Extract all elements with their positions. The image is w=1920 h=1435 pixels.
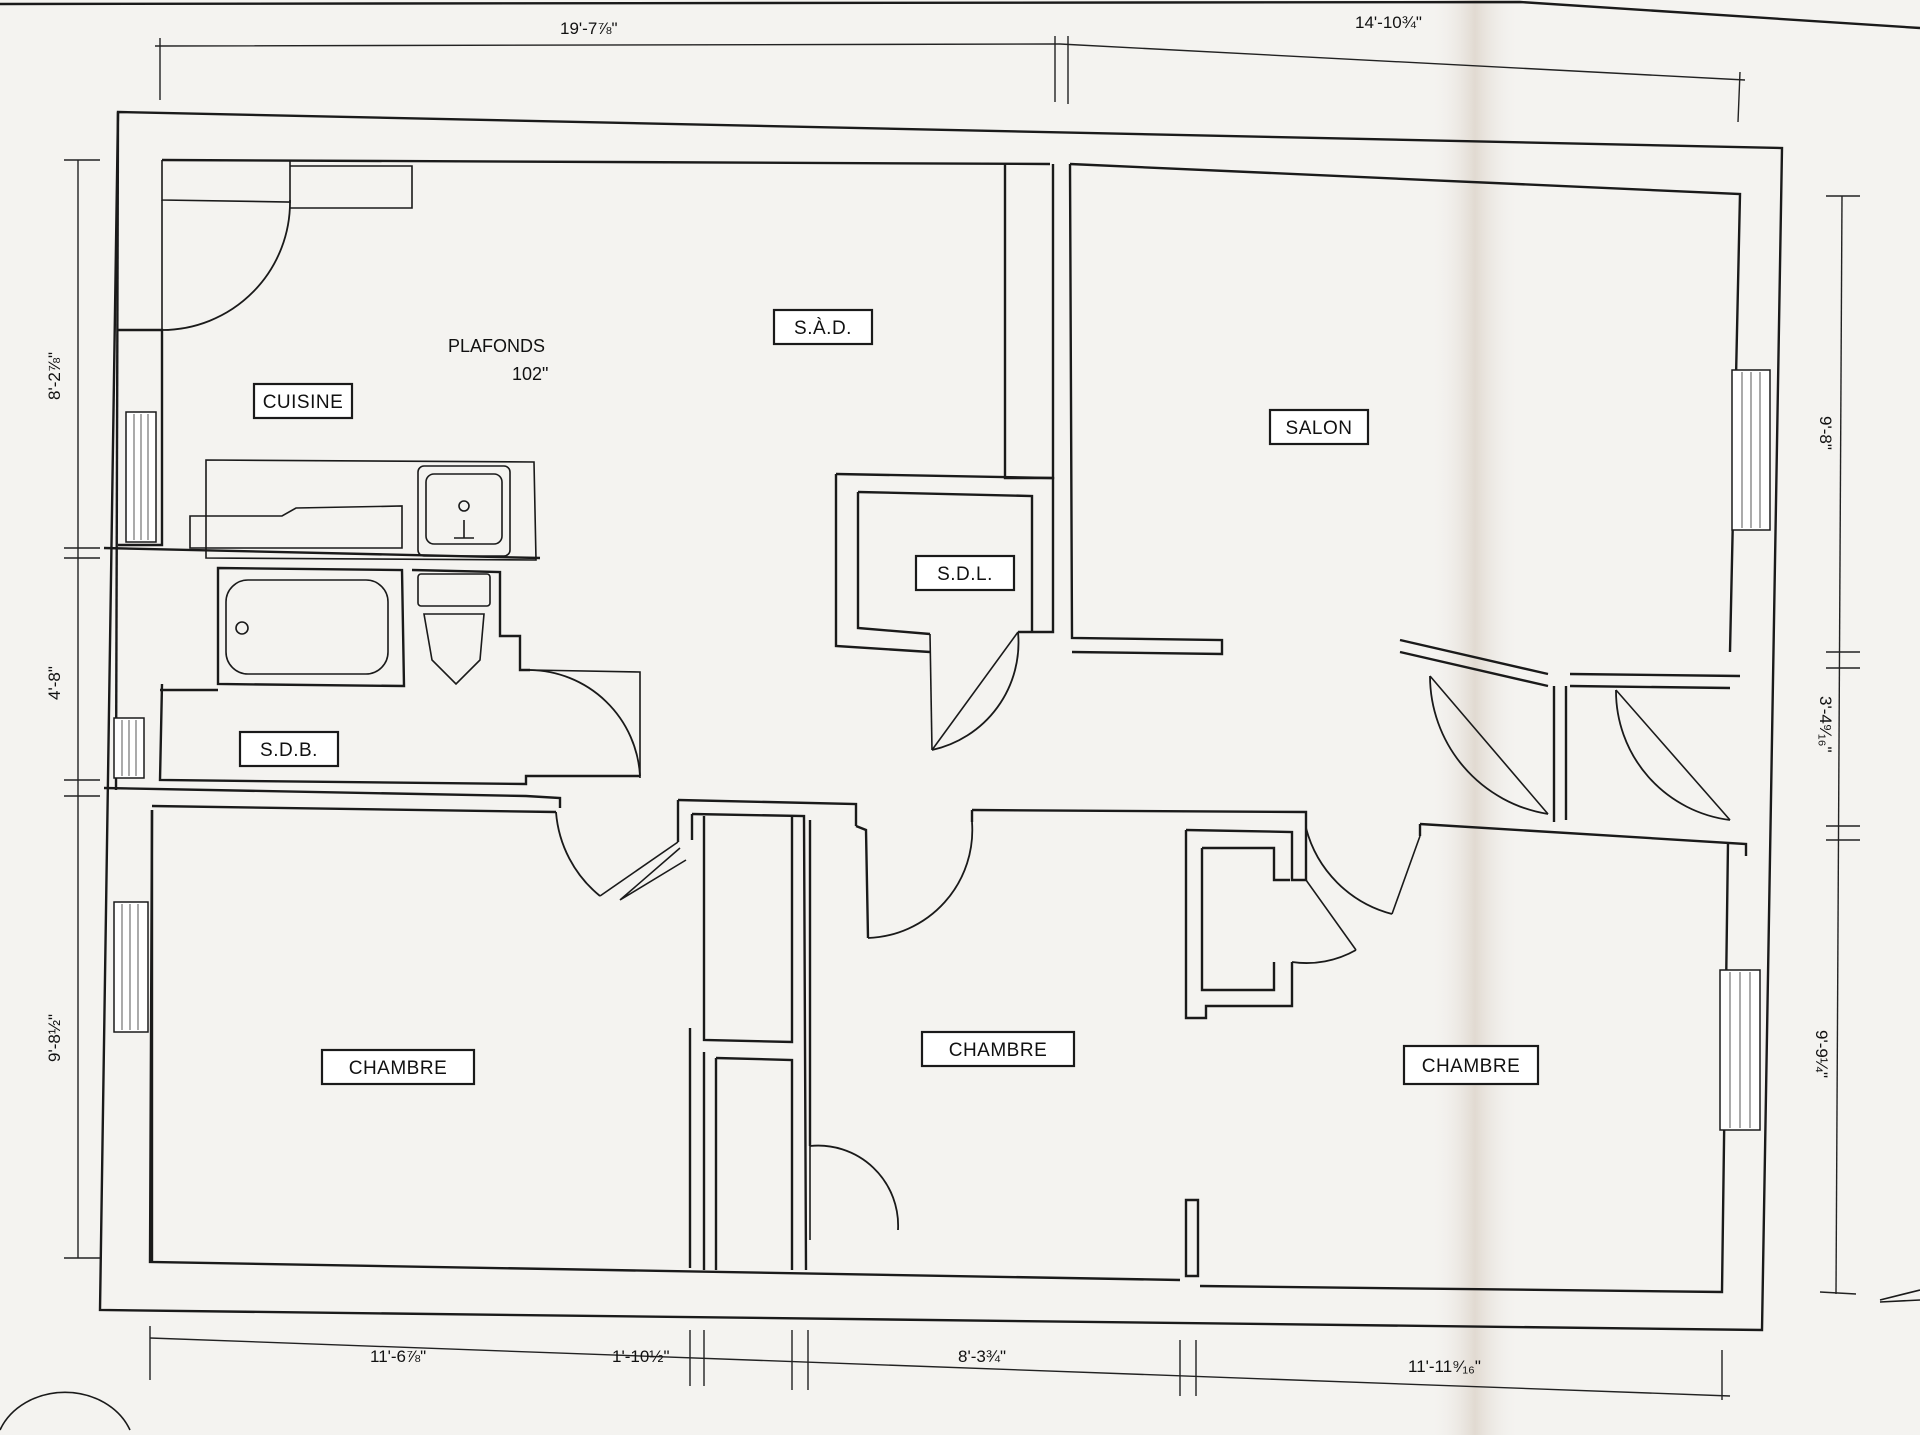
exterior-walls: [98, 110, 1784, 1332]
dim-left-lower: 9'-8½": [45, 1014, 64, 1062]
svg-text:CHAMBRE: CHAMBRE: [949, 1040, 1048, 1061]
edge-mark: [1879, 1289, 1920, 1303]
dim-bottom-3: 8'-3¾": [958, 1347, 1006, 1366]
ceiling-note-line2: 102": [512, 364, 548, 384]
svg-text:S.À.D.: S.À.D.: [794, 318, 852, 339]
dim-bottom-4: 11'-11⁹⁄₁₆": [1408, 1357, 1481, 1376]
dim-top-left: 19'-7⅞": [560, 19, 617, 38]
dim-right-lower: 9'-9¼": [1812, 1030, 1831, 1078]
paper-fold: [1430, 0, 1520, 1435]
dim-left-upper: 8'-2⅞": [45, 352, 64, 400]
room-labels: CUISINE S.À.D. SALON S.D.L. S.D.B. CHAMB…: [238, 308, 1540, 1086]
sheet-edge: [0, 0, 1920, 30]
ceiling-note-line1: PLAFONDS: [448, 336, 545, 356]
stamp-arc: [0, 1391, 131, 1431]
dimension-labels: 19'-7⅞" 14'-10¾" 8'-2⅞" 4'-8" 9'-8½" 9'-…: [45, 13, 1835, 1376]
svg-text:CHAMBRE: CHAMBRE: [1422, 1056, 1521, 1077]
dim-bottom-1: 11'-6⅞": [370, 1347, 426, 1366]
svg-text:S.D.B.: S.D.B.: [260, 740, 318, 761]
dim-left-middle: 4'-8": [45, 666, 64, 700]
windows: [113, 369, 1771, 1131]
room-label-chambre-left: CHAMBRE: [320, 1048, 476, 1086]
svg-text:S.D.L.: S.D.L.: [937, 564, 993, 585]
dimension-lines: [64, 36, 1860, 1400]
room-label-sdl: S.D.L.: [914, 554, 1016, 592]
dim-right-upper: 9'-8": [1816, 416, 1835, 450]
svg-text:SALON: SALON: [1286, 418, 1353, 439]
svg-text:CUISINE: CUISINE: [263, 392, 344, 413]
dim-right-middle: 3'-4⁹⁄₁₆": [1816, 696, 1835, 753]
room-label-salon: SALON: [1268, 408, 1370, 446]
room-label-cuisine: CUISINE: [252, 382, 354, 420]
doors: [161, 199, 1731, 1240]
room-label-sad: S.À.D.: [772, 308, 874, 346]
dim-top-right: 14'-10¾": [1355, 13, 1422, 32]
dim-bottom-2: 1'-10½": [612, 1347, 669, 1366]
room-label-sdb: S.D.B.: [238, 730, 340, 768]
ceiling-note: PLAFONDS 102": [448, 336, 548, 384]
room-label-chambre-center: CHAMBRE: [920, 1030, 1076, 1068]
room-label-chambre-right: CHAMBRE: [1402, 1044, 1540, 1086]
svg-text:CHAMBRE: CHAMBRE: [349, 1058, 448, 1079]
interior-walls: [103, 160, 1748, 1278]
